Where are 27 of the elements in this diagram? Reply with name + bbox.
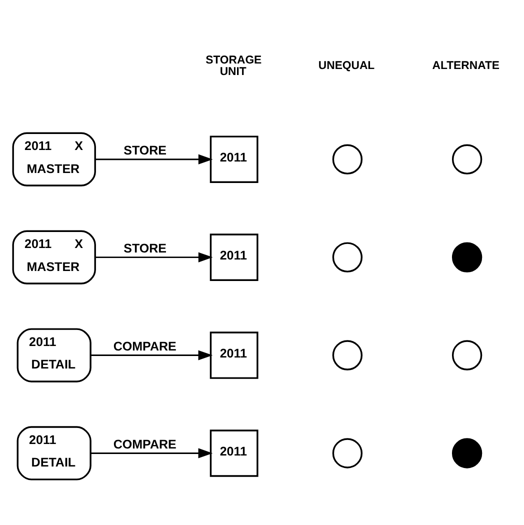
node-box: 2011 DETAIL bbox=[16, 426, 92, 480]
node-box: 2011 DETAIL bbox=[16, 328, 92, 382]
label: STORAGE UNIT bbox=[206, 54, 262, 78]
node-circle bbox=[332, 144, 363, 174]
node-box: 2011 bbox=[210, 233, 258, 280]
node-box: 2011 bbox=[210, 135, 258, 182]
edge-label: COMPARE bbox=[113, 436, 176, 451]
edge-label: COMPARE bbox=[113, 338, 176, 353]
node-circle bbox=[452, 340, 482, 370]
node-circle bbox=[332, 340, 363, 370]
node-box: 2011 bbox=[210, 429, 258, 476]
node-box: 2011 X MASTER bbox=[12, 230, 96, 284]
node-box: 2011 X MASTER bbox=[12, 132, 96, 186]
node-circle bbox=[332, 242, 363, 272]
arrow bbox=[90, 448, 213, 458]
edge-label: STORE bbox=[124, 241, 166, 256]
label: ALTERNATE bbox=[432, 59, 500, 72]
node-circle bbox=[332, 438, 363, 468]
arrow bbox=[95, 154, 213, 164]
arrow bbox=[90, 350, 213, 360]
node-box: 2011 bbox=[210, 331, 258, 378]
label: UNEQUAL bbox=[318, 59, 375, 72]
node-circle bbox=[452, 144, 482, 174]
edge-label: STORE bbox=[124, 143, 166, 158]
node-disc bbox=[452, 242, 482, 272]
node-disc bbox=[452, 438, 482, 468]
arrow bbox=[95, 252, 213, 262]
